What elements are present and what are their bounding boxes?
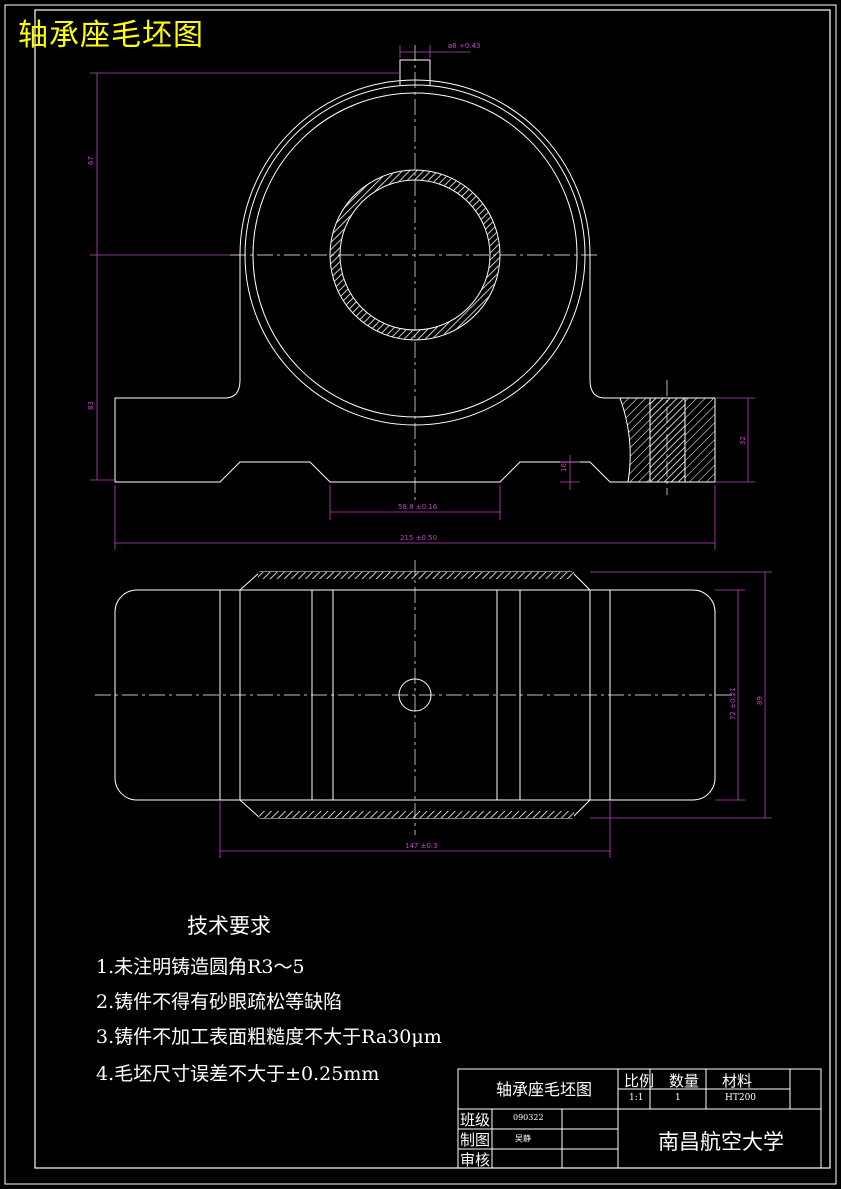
tb-part-name: 轴承座毛坯图 <box>496 1080 593 1099</box>
tb-school: 南昌航空大学 <box>658 1130 784 1154</box>
tech-req-item: 1.未注明铸造圆角R3～5 <box>96 956 305 978</box>
dim-foot-height: 32 <box>739 436 747 445</box>
tb-review-label: 审核 <box>460 1151 491 1169</box>
sheet-title: 轴承座毛坯图 <box>18 18 204 53</box>
dim-total-height: 67 <box>87 156 95 165</box>
tb-drawn-value: 吴静 <box>515 1134 531 1143</box>
plan-dimensions <box>219 571 772 858</box>
tb-class-value: 090322 <box>513 1113 544 1122</box>
dim-width-inner: 72 ±0.21 <box>729 687 737 720</box>
tech-req-item: 2.铸件不得有砂眼疏松等缺陷 <box>96 991 343 1013</box>
center-lines <box>230 45 668 500</box>
tb-class-label: 班级 <box>460 1111 491 1129</box>
dim-width-outer: 89 <box>756 696 764 705</box>
tech-req-item: 3.铸件不加工表面粗糙度不大于Ra30μm <box>96 1026 442 1048</box>
tech-req-heading: 技术要求 <box>187 914 271 938</box>
housing-outline <box>114 79 716 483</box>
tb-scale-label: 比例 <box>624 1072 655 1090</box>
tb-qty-label: 数量 <box>669 1072 700 1090</box>
tb-qty-value: 1 <box>675 1093 681 1103</box>
dim-base-height: 83 <box>87 401 95 410</box>
inner-border <box>34 9 831 1169</box>
dim-base-thickness: 16 <box>560 463 568 472</box>
dim-boss: ø8 +0.43 <box>448 42 480 50</box>
title-block-grid <box>457 1068 822 1169</box>
dim-overall-length: 215 ±0.50 <box>400 534 437 542</box>
outer-border <box>4 4 837 1185</box>
tb-material-label: 材料 <box>722 1072 753 1090</box>
front-dimensions <box>90 45 755 550</box>
foot-hole <box>649 397 686 483</box>
tech-req-item: 4.毛坯尺寸误差不大于±0.25mm <box>96 1063 380 1085</box>
tb-material-value: HT200 <box>725 1093 757 1103</box>
tb-drawn-label: 制图 <box>460 1131 491 1149</box>
dim-base-slot: 58.8 ±0.16 <box>398 503 438 511</box>
dim-plan-length: 147 ±0.3 <box>405 842 438 850</box>
plan-hatch-bottom <box>258 811 574 818</box>
plan-center-lines <box>95 560 735 835</box>
tb-scale-value: 1:1 <box>629 1093 644 1103</box>
plan-hatch-top <box>258 572 574 579</box>
